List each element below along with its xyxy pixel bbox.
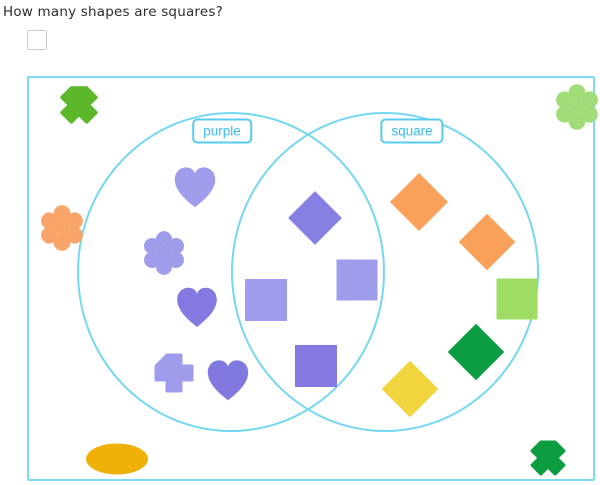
shape-square-light-purple-1: [336, 259, 378, 301]
answer-input[interactable]: [27, 30, 47, 50]
venn-diagram-board: purple square: [27, 76, 598, 481]
shape-plus-light-purple: [151, 350, 197, 396]
venn-label-purple: purple: [192, 118, 252, 144]
shape-heart-purple-3: [205, 358, 252, 405]
shape-heart-purple-2: [174, 285, 220, 331]
venn-label-square: square: [380, 118, 444, 144]
shape-cross-x-dark-green: [527, 437, 569, 479]
shape-flower-light-green: [553, 83, 600, 131]
shape-square-light-green: [496, 278, 538, 320]
shape-cross-x-green: [57, 83, 102, 128]
shape-flower-light-purple: [141, 230, 187, 276]
venn-circle-square: [231, 112, 539, 432]
shape-ellipse-gold: [86, 443, 148, 475]
shape-flower-orange: [38, 204, 86, 252]
shape-square-purple-3: [295, 345, 337, 387]
question-text: How many shapes are squares?: [3, 4, 223, 20]
shape-heart-light-purple: [172, 165, 219, 212]
shape-square-light-purple-2: [245, 279, 287, 321]
